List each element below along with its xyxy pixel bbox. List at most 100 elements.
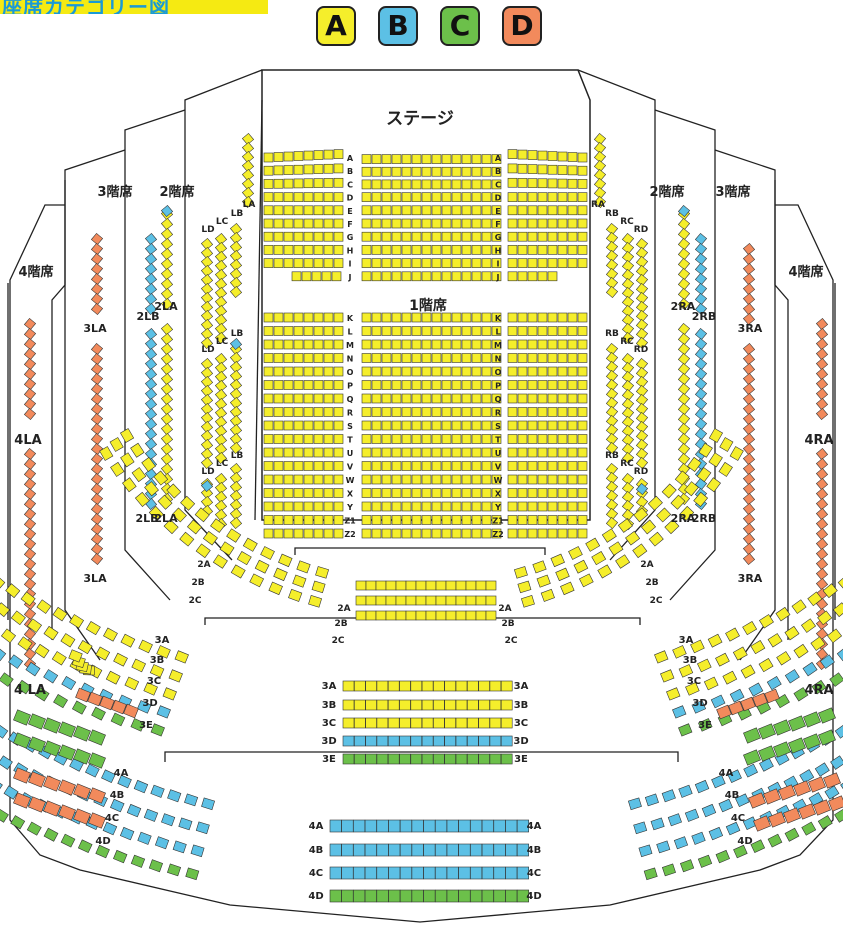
seat: [788, 737, 806, 754]
seat: [537, 353, 548, 363]
seat: [263, 366, 274, 377]
seat: [815, 377, 829, 391]
seat: [361, 154, 372, 164]
seat: [547, 447, 558, 458]
seat: [143, 808, 159, 822]
seat: [90, 282, 104, 296]
seat: [577, 245, 588, 255]
seat: [557, 474, 568, 485]
seat: [411, 515, 422, 525]
seat: [471, 271, 482, 282]
seat: [333, 501, 344, 512]
seat: [411, 393, 422, 404]
row-label: K: [347, 314, 354, 323]
seat: [507, 447, 518, 458]
seat: [677, 402, 691, 416]
row-label: Z1: [344, 517, 356, 526]
seat: [376, 735, 389, 747]
seat: [527, 528, 538, 539]
seat: [517, 528, 528, 539]
seat: [431, 245, 442, 255]
seat: [333, 393, 344, 404]
seat: [481, 245, 492, 255]
seat: [303, 205, 314, 216]
seat: [293, 447, 304, 458]
seat: [23, 557, 37, 571]
seat: [677, 362, 691, 376]
seat: [214, 241, 228, 255]
seat: [481, 447, 492, 458]
seat: [273, 567, 288, 582]
row-label: 4C: [105, 813, 119, 824]
seat: [465, 580, 477, 591]
seat: [361, 420, 372, 431]
seat: [822, 583, 838, 599]
seat: [537, 271, 548, 282]
seat: [527, 192, 538, 202]
seat: [263, 231, 274, 242]
seat: [451, 515, 462, 525]
seat: [715, 652, 730, 667]
seat: [537, 393, 548, 404]
seat: [323, 434, 334, 444]
seat: [466, 699, 479, 711]
seat: [461, 461, 472, 471]
seat: [0, 755, 13, 770]
seat: [421, 717, 434, 729]
seat: [491, 154, 502, 164]
seat: [547, 218, 558, 229]
seat: [517, 461, 528, 471]
seat: [635, 300, 649, 314]
seat: [742, 620, 758, 636]
block-label: 3LA: [83, 322, 107, 335]
seat: [451, 154, 462, 164]
seat: [758, 745, 776, 762]
seat: [547, 178, 558, 189]
seat: [537, 407, 548, 417]
seat: [557, 528, 568, 539]
row-label: B: [347, 167, 353, 176]
seat: [411, 192, 422, 202]
seat: [491, 166, 502, 177]
seat: [323, 393, 334, 404]
block-label: RB: [605, 451, 619, 461]
seat: [303, 488, 314, 498]
seat: [491, 271, 502, 282]
seat: [411, 488, 422, 498]
seat: [283, 165, 294, 175]
seat: [481, 192, 492, 202]
seat: [391, 447, 402, 458]
seat: [90, 432, 104, 446]
seat: [23, 387, 37, 401]
seat: [214, 499, 228, 513]
seat: [365, 580, 377, 591]
seat: [807, 591, 823, 607]
seat: [313, 474, 324, 485]
seat: [90, 502, 104, 516]
seat: [160, 362, 174, 376]
seat: [361, 528, 372, 539]
seat: [229, 276, 243, 290]
seat: [776, 651, 792, 666]
seat: [664, 519, 680, 535]
seat: [371, 339, 382, 350]
seat: [441, 231, 452, 242]
seat: [815, 397, 829, 411]
seat: [507, 339, 518, 350]
seat: [214, 286, 228, 300]
seat: [507, 515, 518, 525]
seat: [411, 866, 424, 880]
seat: [376, 819, 389, 833]
seat: [527, 245, 538, 255]
seat: [23, 577, 37, 591]
seat: [411, 447, 422, 458]
seat: [431, 154, 442, 164]
seat: [263, 515, 274, 525]
seat: [742, 422, 756, 436]
seat: [691, 831, 706, 845]
seat: [313, 312, 324, 323]
seat: [485, 595, 497, 606]
seat: [214, 313, 228, 327]
seat: [666, 687, 681, 701]
block-label: 2RB: [692, 512, 717, 525]
